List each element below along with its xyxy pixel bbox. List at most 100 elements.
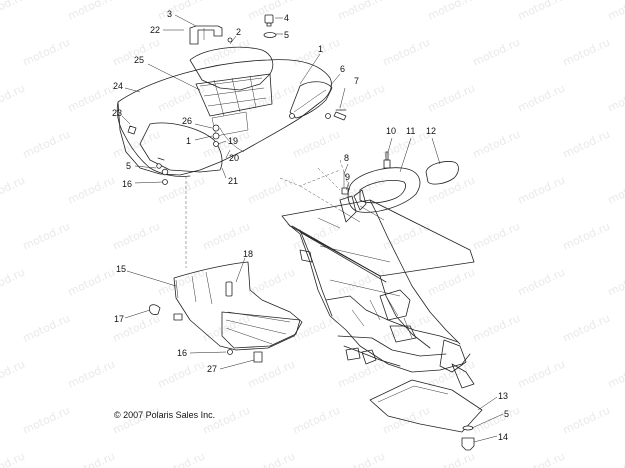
callout-14: 14 — [498, 432, 508, 442]
watermark-text: motod.ru — [246, 358, 297, 391]
watermark-text: motod.ru — [66, 0, 117, 23]
callout-11: 11 — [406, 126, 415, 136]
watermark-text: motod.ru — [111, 220, 162, 253]
callout-labels: 3 4 22 2 5 1 25 6 7 24 23 26 1 19 10 11 … — [112, 9, 509, 442]
watermark-text: motod.ru — [516, 174, 567, 207]
watermark-text: motod.ru — [21, 36, 72, 69]
watermark-text: motod.ru — [0, 0, 27, 23]
watermark-text: motod.ru — [516, 450, 567, 468]
left-hardware — [127, 125, 169, 185]
watermark-text: motod.ru — [201, 404, 252, 437]
rear-fender-assembly — [116, 46, 347, 177]
leader-lines — [121, 14, 504, 443]
callout-10: 10 — [386, 126, 396, 136]
watermark-text: motod.ru — [21, 404, 72, 437]
watermark-text: motod.ru — [516, 0, 567, 23]
callout-26: 26 — [182, 116, 192, 126]
watermark-text: motod.ru — [21, 128, 72, 161]
watermark-text: motod.ru — [291, 36, 342, 69]
watermark-text: motod.ru — [66, 358, 117, 391]
callout-2: 2 — [236, 27, 241, 37]
watermark-text: motod.ru — [0, 450, 27, 468]
watermark-text: motod.ru — [336, 358, 387, 391]
callout-16-lower: 16 — [177, 348, 187, 358]
watermark-text: motod.ru — [21, 220, 72, 253]
callout-12: 12 — [426, 126, 436, 136]
callout-13: 13 — [498, 391, 508, 401]
callout-27: 27 — [207, 364, 217, 374]
callout-15: 15 — [116, 264, 126, 274]
watermark-text: motod.ru — [516, 266, 567, 299]
watermark-text: motod.ru — [156, 174, 207, 207]
callout-9: 9 — [345, 172, 350, 182]
callout-20: 20 — [229, 153, 239, 163]
watermark-text: motod.ru — [66, 450, 117, 468]
callout-17: 17 — [114, 314, 124, 324]
footwell-guard — [149, 261, 303, 363]
callout-23: 23 — [112, 108, 122, 118]
watermark-text: motod.ru — [606, 266, 625, 299]
watermark-text: motod.ru — [246, 450, 297, 468]
watermark-text: motod.ru — [426, 174, 477, 207]
watermark-text: motod.ru — [156, 0, 207, 23]
callout-18: 18 — [243, 249, 253, 259]
watermark-text: motod.ru — [471, 36, 522, 69]
watermark-text: motod.ru — [66, 266, 117, 299]
callout-22: 22 — [150, 25, 160, 35]
watermark-text: motod.ru — [561, 36, 612, 69]
copyright-notice: © 2007 Polaris Sales Inc. — [114, 410, 215, 420]
watermark-text: motod.ru — [291, 128, 342, 161]
watermark-text: motod.ru — [606, 82, 625, 115]
callout-4: 4 — [284, 13, 289, 23]
watermark-text: motod.ru — [156, 450, 207, 468]
callout-5: 5 — [284, 30, 289, 40]
watermark-text: motod.ru — [0, 82, 27, 115]
callout-5-right: 5 — [504, 409, 509, 419]
watermark-text: motod.ru — [471, 312, 522, 345]
assembly-lines — [185, 159, 351, 268]
main-frame — [281, 189, 475, 389]
watermark-text: motod.ru — [471, 404, 522, 437]
watermark-text: motod.ru — [246, 266, 297, 299]
watermark-text: motod.ru — [156, 358, 207, 391]
watermark-text: motod.ru — [516, 358, 567, 391]
callout-21: 21 — [228, 176, 238, 186]
watermark-text: motod.ru — [381, 36, 432, 69]
callout-19: 19 — [228, 136, 238, 146]
watermark-text: motod.ru — [426, 450, 477, 468]
callout-16: 16 — [122, 179, 132, 189]
callout-25: 25 — [134, 55, 144, 65]
callout-7: 7 — [354, 76, 359, 86]
watermark-text: motod.ru — [111, 404, 162, 437]
callout-3: 3 — [167, 9, 172, 19]
watermark-text: motod.ru — [561, 312, 612, 345]
watermark-text: motod.ru — [471, 220, 522, 253]
callout-1-lower: 1 — [186, 136, 191, 146]
watermark-text: motod.ru — [426, 0, 477, 23]
watermark-text: motod.ru — [201, 128, 252, 161]
callout-8: 8 — [344, 153, 349, 163]
watermark-text: motod.ru — [336, 0, 387, 23]
watermark-text: motod.ru — [381, 404, 432, 437]
watermark-text: motod.ru — [516, 82, 567, 115]
watermark-text: motod.ru — [21, 312, 72, 345]
watermark-text: motod.ru — [336, 450, 387, 468]
watermark-text: motod.ru — [426, 266, 477, 299]
watermark-text: motod.ru — [381, 220, 432, 253]
watermark-text: motod.ru — [606, 0, 625, 23]
watermark-text: motod.ru — [246, 174, 297, 207]
callout-5-left: 5 — [126, 161, 131, 171]
watermark-text: motod.ru — [156, 82, 207, 115]
watermark-text: motod.ru — [0, 358, 27, 391]
callout-6: 6 — [340, 64, 345, 74]
watermark-text: motod.ru — [471, 128, 522, 161]
watermark-text: motod.ru — [426, 82, 477, 115]
watermark-text: motod.ru — [291, 404, 342, 437]
watermark-text: motod.ru — [111, 128, 162, 161]
watermark-text: motod.ru — [561, 220, 612, 253]
skid-plate — [369, 379, 483, 451]
watermark-text: motod.ru — [606, 174, 625, 207]
seat — [347, 151, 459, 213]
watermark-text: motod.ru — [201, 220, 252, 253]
